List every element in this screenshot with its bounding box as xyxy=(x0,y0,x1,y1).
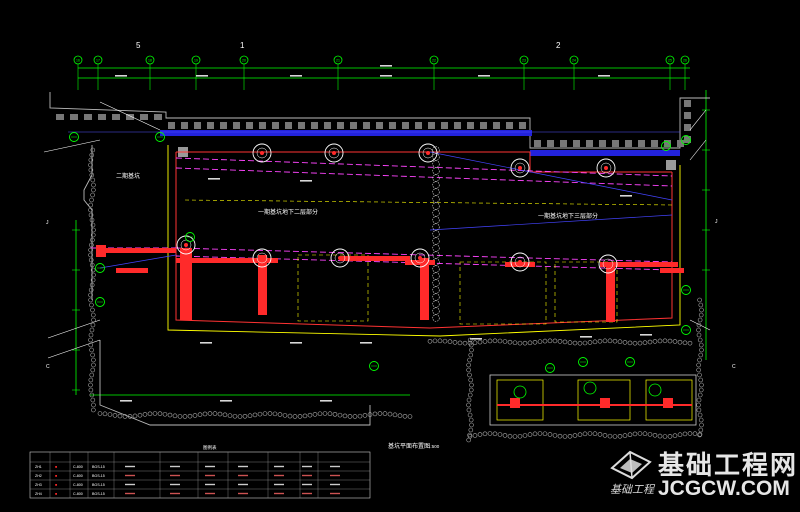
column-circles xyxy=(432,146,440,322)
legend-cell: BGS-15 xyxy=(92,492,105,496)
watermark-script: 基础工程 xyxy=(610,483,654,496)
legend-cell: ■ xyxy=(55,483,57,487)
capping-beam xyxy=(68,130,680,156)
axis-label-1: 1 xyxy=(240,41,245,50)
retaining-pile-blocks xyxy=(56,100,691,170)
grid-bubble: 18 xyxy=(145,55,155,65)
axis-label-2: 2 xyxy=(556,41,561,50)
grid-bubbles: 16 17 18 19 20 21 22 23 24 25 26 xyxy=(73,55,690,65)
axis-label-5: 5 xyxy=(136,41,141,50)
svg-text:24: 24 xyxy=(572,59,576,63)
plan-scale: 1:500 xyxy=(428,444,440,449)
dimension-text-marks xyxy=(115,65,652,402)
grid-bubble: 21 xyxy=(333,55,343,65)
watermark-logo-icon xyxy=(610,450,652,480)
svg-text:19: 19 xyxy=(194,59,198,63)
lower-right-pit xyxy=(489,374,697,426)
grid-bubble: 25 xyxy=(665,55,675,65)
grid-ticks xyxy=(72,64,710,391)
svg-text:23: 23 xyxy=(522,59,526,63)
dimension-lines xyxy=(75,67,707,396)
grid-bubble: 24 xyxy=(569,55,579,65)
legend-cell: ZH2 xyxy=(35,474,42,478)
concrete-struts xyxy=(96,245,684,322)
internal-frames xyxy=(184,199,673,325)
svg-text:17: 17 xyxy=(96,59,100,63)
legend-cell: C-800 xyxy=(73,474,83,478)
legend-cell: ZH3 xyxy=(35,483,42,487)
watermark: 基础工程网 基础工程 JCGCW.COM xyxy=(604,440,800,507)
grid-bubble: 26 xyxy=(680,55,690,65)
diagonal-braces xyxy=(99,151,673,269)
legend-cell: ■ xyxy=(55,492,57,496)
region-label-left: 二期基坑 xyxy=(116,172,140,180)
grid-bubble: 17 xyxy=(93,55,103,65)
svg-text:26: 26 xyxy=(683,59,687,63)
svg-text:18: 18 xyxy=(148,59,152,63)
svg-text:25: 25 xyxy=(668,59,672,63)
legend-cell: BGS-15 xyxy=(92,474,105,478)
legend-cell: ■ xyxy=(55,474,57,478)
watermark-url: JCGCW.COM xyxy=(658,477,790,500)
svg-text:20: 20 xyxy=(242,59,246,63)
section-marker-j-left: J xyxy=(46,220,49,226)
region-label-right: 一期基坑地下三层部分 xyxy=(538,212,598,220)
svg-text:21: 21 xyxy=(336,59,340,63)
legend-cell: BGS-15 xyxy=(92,483,105,487)
legend-cell: C-800 xyxy=(73,483,83,487)
legend-cell: C-800 xyxy=(73,492,83,496)
grid-bubble: 22 xyxy=(429,55,439,65)
plan-title: 基坑平面布置图 xyxy=(388,442,430,450)
region-label-center: 一期基坑地下二层部分 xyxy=(258,208,318,216)
site-boundary xyxy=(49,92,710,426)
section-marker-j-right: J xyxy=(715,219,718,225)
watermark-site-name: 基础工程网 xyxy=(658,451,799,481)
lattice-columns xyxy=(176,143,618,274)
legend-title: 图例表 xyxy=(203,444,217,451)
svg-text:22: 22 xyxy=(432,59,436,63)
section-marker-c-right: C xyxy=(732,364,736,370)
boundary-chain xyxy=(88,147,704,443)
legend-cell: BGS-15 xyxy=(92,465,105,469)
legend-cell: ZH4 xyxy=(35,492,42,496)
survey-markers xyxy=(69,132,691,373)
grid-bubble: 19 xyxy=(191,55,201,65)
grid-bubble: 16 xyxy=(73,55,83,65)
legend-cell: ZH1 xyxy=(35,465,42,469)
legend-cell: C-800 xyxy=(73,465,83,469)
svg-text:16: 16 xyxy=(76,59,80,63)
legend-cell: ■ xyxy=(55,465,57,469)
section-marker-c-left: C xyxy=(46,364,50,370)
grid-bubble: 23 xyxy=(519,55,529,65)
grid-bubble: 20 xyxy=(239,55,249,65)
